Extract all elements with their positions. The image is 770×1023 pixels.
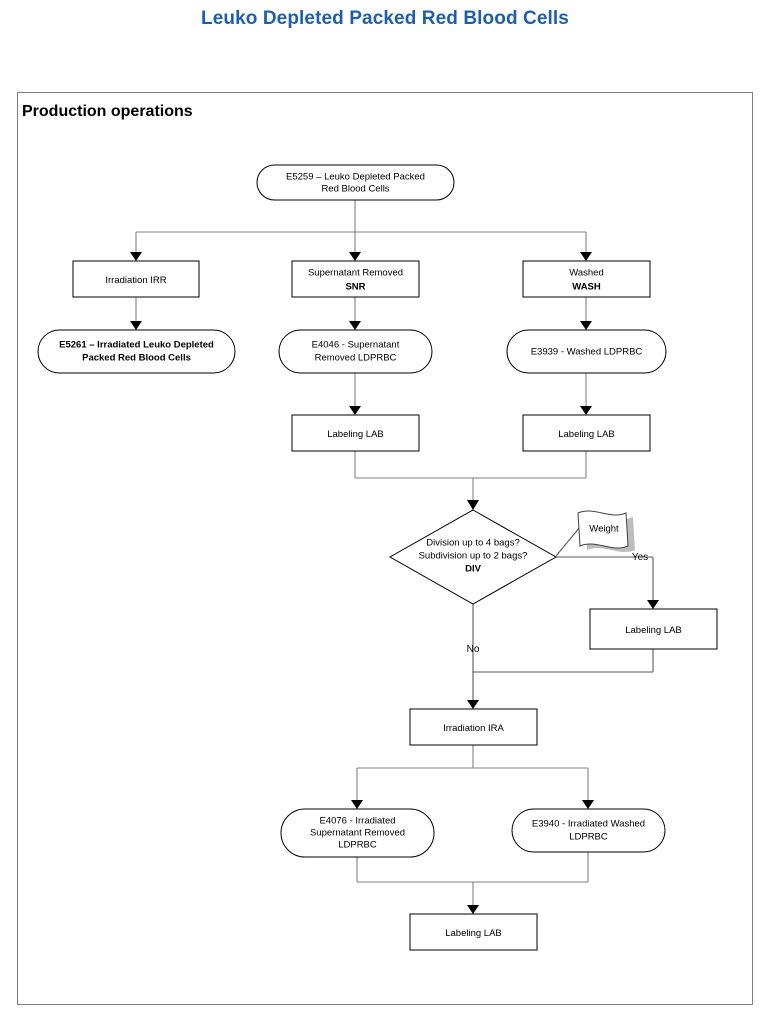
node-lab1-label: Labeling <box>327 429 366 440</box>
page-title: Leuko Depleted Packed Red Blood Cells <box>201 8 569 29</box>
node-irr-label: Irradiation <box>105 275 150 286</box>
node-e3940-shape <box>511 808 666 853</box>
node-e3940-line1: E3940 - Irradiated Washed <box>532 819 645 830</box>
node-labeling-lab-3[interactable]: Labeling LAB <box>589 608 718 650</box>
node-e4046-line1: E4046 - Supernatant <box>312 340 400 351</box>
node-e4046[interactable]: E4046 - Supernatant Removed LDPRBC <box>278 329 433 374</box>
node-supernatant-removed-snr[interactable]: Supernatant Removed SNR <box>291 260 420 298</box>
node-snr-shape <box>291 260 420 298</box>
node-lab1-text: Labeling LAB <box>327 429 384 440</box>
node-lab2-shape <box>522 414 651 452</box>
node-irradiation-irr[interactable]: Irradiation IRR <box>72 260 200 298</box>
node-e3939[interactable]: E3939 - Washed LDPRBC <box>506 329 667 374</box>
node-irr-shape <box>72 260 200 298</box>
node-lab4-label: Labeling <box>445 928 484 939</box>
node-e5261-line1: E5261 – Irradiated Leuko Depleted <box>59 340 214 351</box>
arrowhead-lab3 <box>647 600 659 609</box>
arrowhead-lab2 <box>580 406 592 415</box>
node-irradiation-ira[interactable]: Irradiation IRA <box>409 708 538 746</box>
node-div-shape <box>388 509 558 605</box>
node-div-code: DIV <box>465 564 482 575</box>
arrowhead-e4046 <box>349 321 361 330</box>
node-irr-text: Irradiation IRR <box>105 275 166 286</box>
node-e3939-shape <box>506 329 667 374</box>
arrowhead-lab4 <box>467 905 479 914</box>
node-lab4-shape <box>409 913 538 951</box>
node-e5261-line2: Packed Red Blood Cells <box>82 353 191 364</box>
node-e3939-line1: E3939 - Washed LDPRBC <box>531 347 643 358</box>
node-div-line2: Subdivision up to 2 bags? <box>419 551 528 562</box>
node-e4076-shape <box>280 808 435 858</box>
arrowhead-snr <box>349 252 361 261</box>
annotation-weight-label: Weight <box>589 524 619 535</box>
edge-label-no: No <box>467 644 480 655</box>
node-ira-text: Irradiation IRA <box>443 723 504 734</box>
node-lab1-shape <box>291 414 420 452</box>
arrowhead-e3939 <box>580 321 592 330</box>
node-wash-code: WASH <box>572 282 601 293</box>
node-e5259-shape <box>256 164 455 201</box>
connector-div-weight-leader <box>555 526 581 557</box>
node-irr-code: IRR <box>150 275 167 286</box>
node-lab2-text: Labeling LAB <box>558 429 615 440</box>
node-ira-code: IRA <box>488 723 505 734</box>
node-wash-shape <box>522 260 651 298</box>
node-e3940-line2: LDPRBC <box>569 832 608 843</box>
node-lab4-code: LAB <box>484 928 502 939</box>
node-labeling-lab-1[interactable]: Labeling LAB <box>291 414 420 452</box>
node-e4046-line2: Removed LDPRBC <box>315 353 397 364</box>
node-lab2-code: LAB <box>597 429 615 440</box>
arrowhead-div <box>467 500 479 510</box>
node-e4046-shape <box>278 329 433 374</box>
node-lab4-text: Labeling LAB <box>445 928 502 939</box>
node-e5261[interactable]: E5261 – Irradiated Leuko Depleted Packed… <box>37 329 236 374</box>
node-division-decision[interactable]: Division up to 4 bags? Subdivision up to… <box>388 509 558 605</box>
node-lab3-text: Labeling LAB <box>625 625 682 636</box>
frame-label: Production operations <box>22 103 193 120</box>
node-e5259-line1: E5259 – Leuko Depleted Packed <box>286 172 425 183</box>
node-e4076-line3: LDPRBC <box>338 840 377 851</box>
arrowhead-wash <box>580 252 592 261</box>
node-washed-wash[interactable]: Washed WASH <box>522 260 651 298</box>
node-e4076-line1: E4076 - Irradiated <box>319 816 395 827</box>
node-lab3-shape <box>589 608 718 650</box>
node-ira-label: Irradiation <box>443 723 488 734</box>
node-lab3-code: LAB <box>664 625 682 636</box>
node-lab2-label: Labeling <box>558 429 597 440</box>
arrowhead-ira <box>467 700 479 709</box>
arrowhead-e5261 <box>130 321 142 330</box>
connector-layer <box>130 200 659 914</box>
node-wash-line1: Washed <box>569 268 604 279</box>
arrowhead-e3940 <box>582 800 594 809</box>
arrowhead-e4076 <box>351 800 363 809</box>
node-e5259-line2: Red Blood Cells <box>321 184 389 195</box>
node-e3940[interactable]: E3940 - Irradiated Washed LDPRBC <box>511 808 666 853</box>
arrowhead-lab1 <box>349 406 361 415</box>
weight-flag-shape <box>577 510 629 549</box>
node-snr-line1: Supernatant Removed <box>308 268 403 279</box>
node-div-line1: Division up to 4 bags? <box>426 538 519 549</box>
node-snr-code: SNR <box>345 282 365 293</box>
edge-label-yes: Yes <box>632 552 648 563</box>
node-e4076[interactable]: E4076 - Irradiated Supernatant Removed L… <box>280 808 435 858</box>
node-labeling-lab-2[interactable]: Labeling LAB <box>522 414 651 452</box>
node-e5261-shape <box>37 329 236 374</box>
node-e4076-line2: Supernatant Removed <box>310 828 405 839</box>
node-ira-shape <box>409 708 538 746</box>
node-labeling-lab-4[interactable]: Labeling LAB <box>409 913 538 951</box>
node-lab3-label: Labeling <box>625 625 664 636</box>
arrowhead-irr <box>130 252 142 261</box>
node-e5259[interactable]: E5259 – Leuko Depleted Packed Red Blood … <box>256 164 455 201</box>
node-lab1-code: LAB <box>366 429 384 440</box>
annotation-weight[interactable]: Weight <box>577 510 635 553</box>
